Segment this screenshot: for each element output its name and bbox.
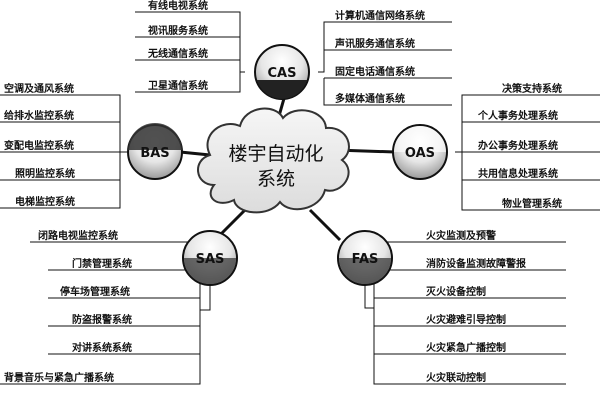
cas-right-item: 固定电话通信系统 xyxy=(335,65,415,78)
fas-items: 火灾监测及预警 消防设备监测故障警报 灭火设备控制 火灾避难引导控制 火灾紧急广… xyxy=(425,229,526,384)
oas-bracket xyxy=(455,94,600,211)
node-fas: FAS xyxy=(337,230,393,286)
fas-item: 火灾避难引导控制 xyxy=(426,313,506,326)
sas-item: 防盗报警系统 xyxy=(72,313,132,326)
fas-item: 火灾联动控制 xyxy=(426,371,486,384)
cas-left-item: 卫星通信系统 xyxy=(148,79,208,92)
cas-left-bracket xyxy=(135,11,245,93)
sas-item: 对讲系统系统 xyxy=(72,341,132,354)
fas-item: 火灾紧急广播控制 xyxy=(426,341,506,354)
cas-left-item: 有线电视系统 xyxy=(148,0,208,12)
oas-item: 物业管理系统 xyxy=(502,197,562,210)
cas-right-item: 声讯服务通信系统 xyxy=(334,37,415,50)
node-fas-label: FAS xyxy=(352,252,379,267)
node-sas: SAS xyxy=(182,230,238,286)
sas-item: 停车场管理系统 xyxy=(60,285,130,298)
fas-item: 灭火设备控制 xyxy=(425,285,486,298)
node-oas-label: OAS xyxy=(405,146,435,161)
sas-item: 闭路电视监控系统 xyxy=(38,229,118,242)
sas-items: 闭路电视监控系统 门禁管理系统 停车场管理系统 防盗报警系统 对讲系统系统 背景… xyxy=(4,229,132,384)
node-bas: BAS xyxy=(127,123,183,180)
bas-item: 照明监控系统 xyxy=(15,167,75,180)
cas-right-item: 多媒体通信系统 xyxy=(335,92,405,105)
cas-right-item: 计算机通信网络系统 xyxy=(335,9,425,22)
sas-item: 门禁管理系统 xyxy=(72,257,132,270)
bas-item: 空调及通风系统 xyxy=(4,82,74,95)
node-oas: OAS xyxy=(392,124,448,180)
cas-left-item: 视讯服务系统 xyxy=(148,24,208,37)
connector-bas xyxy=(179,150,211,157)
oas-item: 个人事务处理系统 xyxy=(477,109,558,122)
oas-item: 决策支持系统 xyxy=(502,82,562,95)
fas-item: 火灾监测及预警 xyxy=(426,229,496,242)
node-sas-label: SAS xyxy=(196,252,225,267)
node-cas-label: CAS xyxy=(268,66,297,81)
bas-items: 空调及通风系统 给排水监控系统 变配电监控系统 照明监控系统 电梯监控系统 xyxy=(4,82,75,208)
connector-fas xyxy=(308,208,342,242)
center-cloud: 楼宇自动化 系统 xyxy=(197,107,350,214)
center-title-line1: 楼宇自动化 xyxy=(228,143,323,165)
sas-bracket xyxy=(0,241,211,385)
fas-item: 消防设备监测故障警报 xyxy=(426,257,526,270)
oas-item: 共用信息处理系统 xyxy=(478,167,558,180)
bas-item: 电梯监控系统 xyxy=(15,195,75,208)
node-cas: CAS xyxy=(254,44,310,100)
cas-right-items: 计算机通信网络系统 声讯服务通信系统 固定电话通信系统 多媒体通信系统 xyxy=(334,9,425,105)
cas-left-items: 有线电视系统 视讯服务系统 无线通信系统 卫星通信系统 xyxy=(147,0,208,92)
oas-items: 决策支持系统 个人事务处理系统 办公事务处理系统 共用信息处理系统 物业管理系统 xyxy=(477,82,562,210)
bas-item: 给排水监控系统 xyxy=(4,109,74,122)
center-title-line2: 系统 xyxy=(257,168,295,190)
bas-item: 变配电监控系统 xyxy=(4,139,74,152)
bas-bracket xyxy=(0,94,127,209)
cas-right-bracket xyxy=(318,21,452,106)
oas-item: 办公事务处理系统 xyxy=(478,139,558,152)
sas-item: 背景音乐与紧急广播系统 xyxy=(4,371,114,384)
node-bas-label: BAS xyxy=(140,146,169,161)
cas-left-item: 无线通信系统 xyxy=(147,47,208,60)
